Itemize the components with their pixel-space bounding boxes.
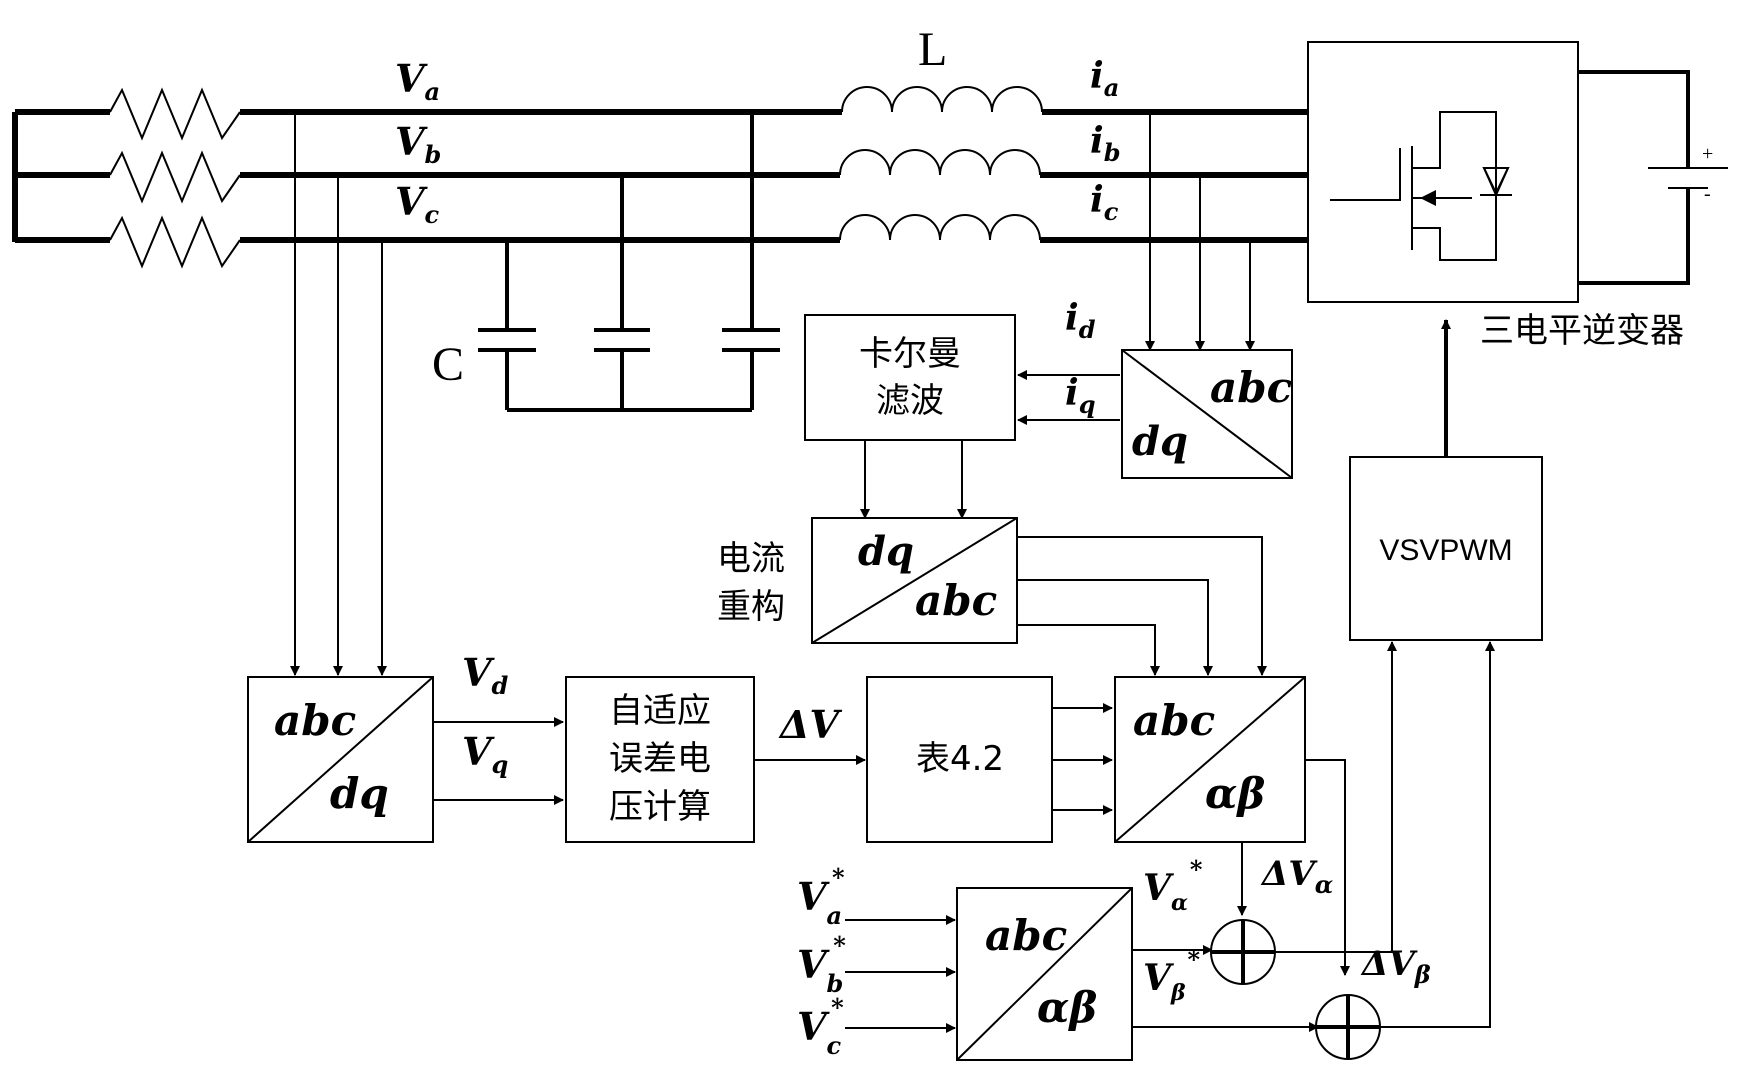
reconstruct-diagonal xyxy=(811,517,1018,644)
table-box xyxy=(866,676,1053,843)
abc-ab-lower-block: abc αβ xyxy=(956,887,1133,1061)
reconstruct-out-2 xyxy=(1015,579,1213,676)
grid-stub-lines xyxy=(15,109,110,243)
igbt-switch-icon xyxy=(1330,111,1512,261)
abc-dq-voltage-bottom: dq xyxy=(330,769,389,818)
adaptive-text-3: 压计算 xyxy=(609,787,711,827)
sum-junction-alpha xyxy=(1210,919,1276,985)
label-phase-c: Vc xyxy=(395,179,439,229)
plus-icon xyxy=(1211,920,1275,984)
inverter-box xyxy=(1307,41,1579,303)
adaptive-text-2: 误差电 xyxy=(609,739,711,779)
label-va-ref: Va* xyxy=(797,863,845,930)
label-vb-ref: Vb* xyxy=(797,931,846,998)
reconstruct-out-3 xyxy=(1015,624,1160,676)
battery-icon xyxy=(1648,167,1728,189)
capacitor-star-bus xyxy=(505,350,754,412)
abc-ab-upper-block: abc αβ xyxy=(1114,676,1306,843)
table-block: 表4.2 xyxy=(866,676,1053,843)
current-reconstruct-block: dq abc 电流 重构 xyxy=(717,517,1018,644)
inverter-label: 三电平逆变器 xyxy=(1480,311,1684,351)
power-circuit xyxy=(12,41,1728,412)
sum1-to-vsvpwm xyxy=(1275,641,1397,953)
abc-dq-current-block: abc dq xyxy=(1121,349,1293,479)
label-phase-a: Va xyxy=(395,56,440,106)
label-iq: iq xyxy=(1065,372,1095,419)
kalman-filter-block: 卡尔曼 滤波 xyxy=(804,314,1016,441)
signal-wiring xyxy=(290,112,1495,1033)
adaptive-box xyxy=(565,676,755,843)
label-current-c: ic xyxy=(1090,179,1119,226)
abc-dq-current-diagonal xyxy=(1121,349,1293,479)
resistor-a xyxy=(109,87,241,141)
abc-ab-lower-diagonal xyxy=(956,887,1133,1061)
reconstruct-top: dq xyxy=(858,528,914,575)
adaptive-text-1: 自适应 xyxy=(609,691,711,731)
abc-ab-upper-diagonal xyxy=(1114,676,1306,843)
label-vd: Vd xyxy=(462,650,508,700)
abc-ab-lower-top: abc xyxy=(985,911,1067,960)
capacitor-taps xyxy=(505,112,754,330)
abc-dq-voltage-block: abc dq xyxy=(247,676,434,843)
vsvpwm-block: VSVPWM xyxy=(1349,456,1543,641)
label-current-a: ia xyxy=(1090,55,1119,102)
kalman-text-2: 滤波 xyxy=(876,381,944,421)
plus-icon xyxy=(1316,995,1380,1059)
reconstruct-bottom: abc xyxy=(915,576,997,625)
label-capacitor: C xyxy=(432,338,464,391)
abc-ab-upper-bottom: αβ xyxy=(1205,769,1265,818)
abc-ab-upper-top: abc xyxy=(1133,696,1215,745)
abc-ab-lower-bottom: αβ xyxy=(1037,983,1097,1032)
reconstruct-label-2: 重构 xyxy=(717,587,785,627)
adaptive-block: 自适应 误差电 压计算 xyxy=(565,676,755,843)
label-delta-v-alpha: ΔVα xyxy=(1260,854,1333,899)
resistor-c xyxy=(109,215,241,269)
reconstruct-out-1 xyxy=(1015,536,1267,676)
capacitor-plates xyxy=(478,328,780,352)
label-vbeta-ref: Vβ* xyxy=(1143,945,1201,1006)
resistor-b xyxy=(109,150,241,204)
abc-dq-voltage-top: abc xyxy=(274,696,356,745)
inductor-b xyxy=(839,149,1041,176)
label-vc-ref: Vc* xyxy=(797,993,844,1060)
label-phase-b: Vb xyxy=(395,119,441,169)
label-id: id xyxy=(1065,297,1096,344)
kalman-text-1: 卡尔曼 xyxy=(859,334,961,374)
label-delta-v-beta: ΔVβ xyxy=(1360,944,1431,989)
inductor-c xyxy=(839,214,1041,241)
label-valpha-ref: Vα* xyxy=(1143,855,1203,916)
abc-dq-voltage-diagonal xyxy=(247,676,434,843)
inductor-a xyxy=(841,86,1043,113)
table-text: 表4.2 xyxy=(916,739,1004,779)
battery-plus-sign: + xyxy=(1702,143,1713,165)
abc-dq-current-top: abc xyxy=(1210,363,1292,412)
label-inductor: L xyxy=(918,23,947,76)
signal-delta-v-beta xyxy=(1305,759,1350,976)
vsvpwm-text: VSVPWM xyxy=(1379,534,1512,567)
dc-bus-lines xyxy=(1578,70,1690,285)
sum-junction-beta xyxy=(1315,994,1381,1060)
vsvpwm-box xyxy=(1349,456,1543,641)
abc-dq-current-bottom: dq xyxy=(1132,418,1188,465)
reconstruct-label-1: 电流 xyxy=(717,539,785,579)
label-current-b: ib xyxy=(1090,120,1120,167)
label-delta-v: ΔV xyxy=(778,702,842,747)
sum2-to-vsvpwm xyxy=(1378,641,1495,1028)
label-vq: Vq xyxy=(462,729,508,779)
kalman-box xyxy=(804,314,1016,441)
battery-minus-sign: - xyxy=(1704,183,1711,205)
